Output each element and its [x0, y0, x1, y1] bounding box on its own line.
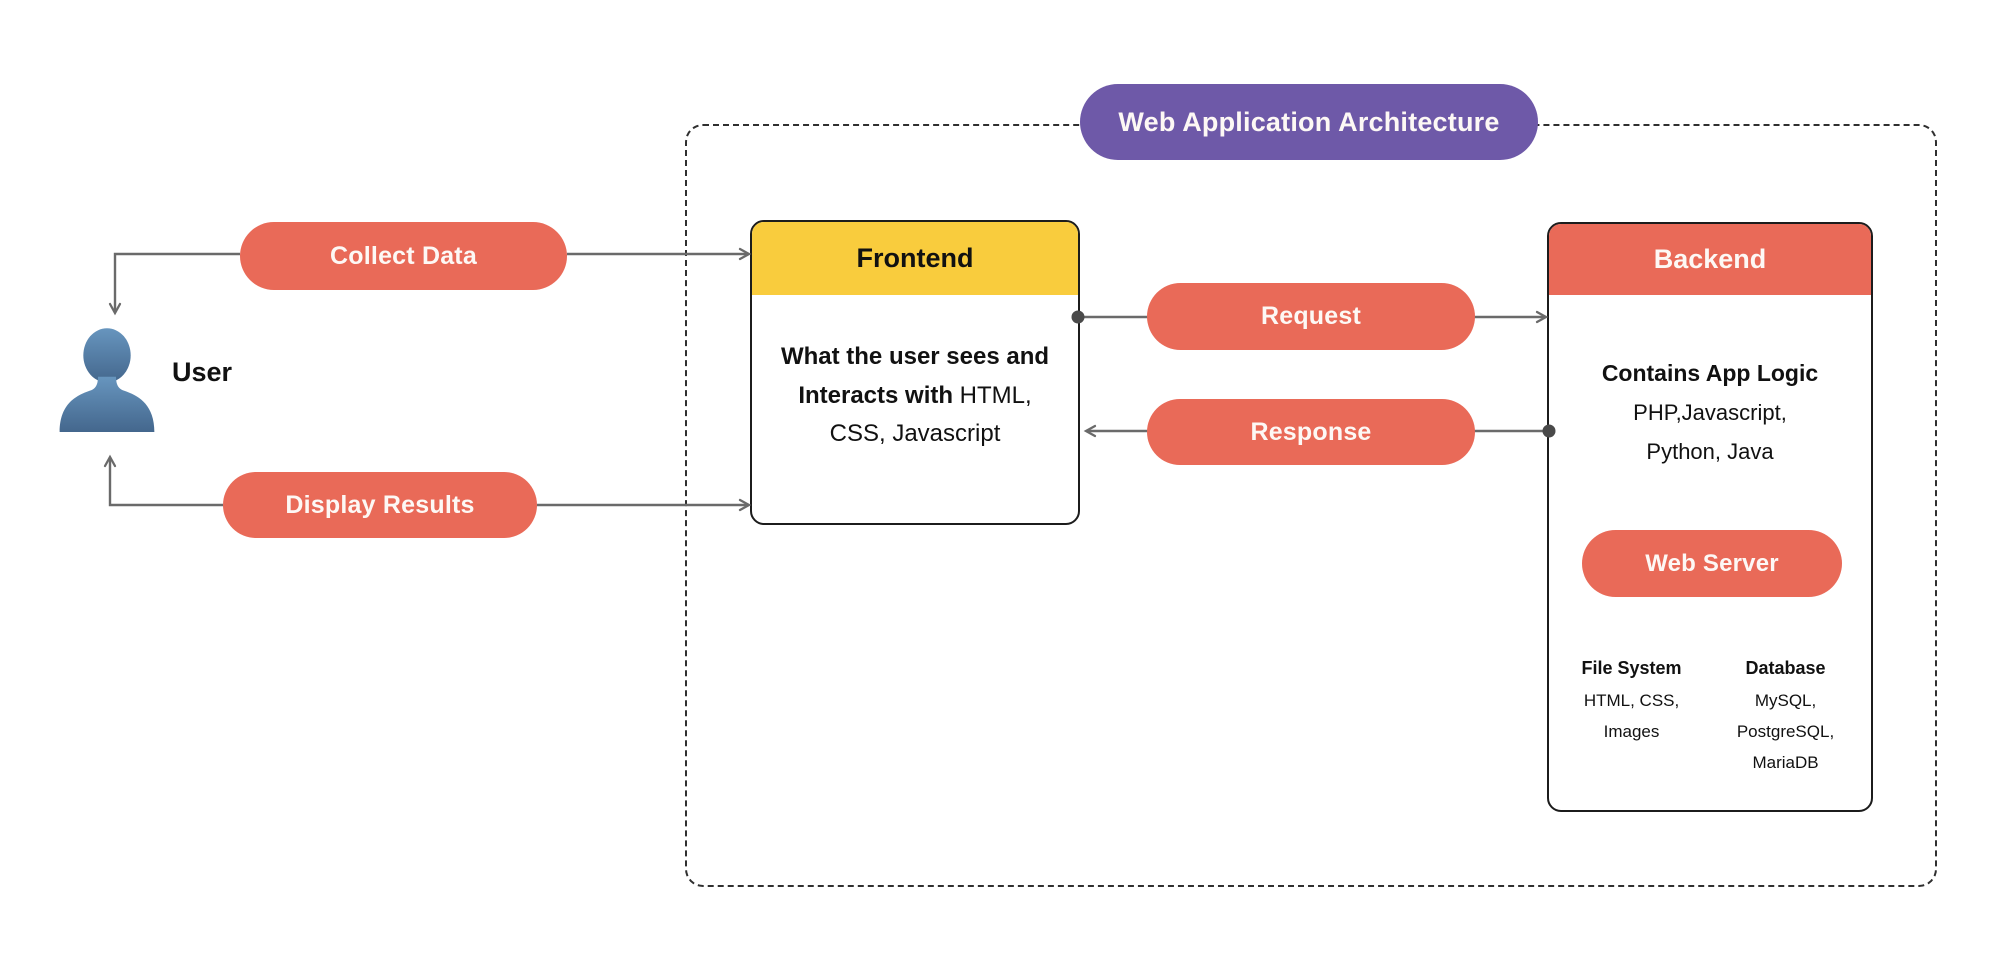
backend-node: Backend Contains App Logic PHP,Javascrip… — [1547, 222, 1873, 812]
collect-data-arrow-to-user — [108, 252, 240, 316]
diagram-title: Web Application Architecture — [1118, 106, 1500, 137]
user-icon — [59, 328, 155, 432]
file-system-block: File System HTML, CSS, Images — [1557, 654, 1706, 778]
database-line: MySQL, — [1754, 691, 1817, 710]
database-heading: Database — [1745, 658, 1826, 678]
request-pill: Request — [1147, 283, 1475, 350]
backend-storage: File System HTML, CSS, Images Database M… — [1557, 654, 1865, 778]
frontend-description-line: What the user sees and — [780, 343, 1050, 370]
collect-data-label: Collect Data — [330, 241, 477, 270]
frontend-node: Frontend What the user sees and Interact… — [750, 220, 1080, 525]
app-logic-heading: Contains App Logic — [1601, 360, 1819, 386]
display-results-label: Display Results — [285, 490, 475, 519]
database-block: Database MySQL, PostgreSQL, MariaDB — [1706, 654, 1865, 778]
user-label: User — [172, 357, 233, 387]
backend-title: Backend — [1653, 244, 1767, 274]
app-logic-line: Python, Java — [1646, 439, 1774, 464]
file-system-heading: File System — [1581, 658, 1682, 678]
frontend-title: Frontend — [856, 243, 974, 273]
database-line: PostgreSQL, — [1736, 722, 1835, 741]
web-server-label: Web Server — [1645, 549, 1779, 577]
display-results-pill: Display Results — [223, 472, 537, 538]
response-label: Response — [1250, 417, 1372, 446]
app-logic-line: PHP,Javascript, — [1633, 400, 1787, 425]
backend-header: Backend — [1549, 224, 1871, 295]
database-line: MariaDB — [1752, 753, 1819, 772]
diagram-title-pill: Web Application Architecture — [1080, 84, 1538, 160]
display-results-arrow-to-user — [103, 454, 223, 507]
file-system-line: Images — [1603, 722, 1660, 741]
backend-app-logic: Contains App Logic PHP,Javascript, Pytho… — [1555, 354, 1865, 471]
request-label: Request — [1260, 302, 1362, 330]
collect-data-pill: Collect Data — [240, 222, 567, 290]
frontend-description: What the user sees and Interacts with HT… — [760, 338, 1070, 454]
frontend-description-line: CSS, Javascript — [829, 420, 1001, 447]
web-server-pill: Web Server — [1582, 530, 1842, 597]
frontend-header: Frontend — [752, 222, 1078, 295]
response-pill: Response — [1147, 399, 1475, 465]
file-system-line: HTML, CSS, — [1583, 691, 1680, 710]
frontend-description-line: Interacts with HTML, — [798, 381, 1032, 409]
